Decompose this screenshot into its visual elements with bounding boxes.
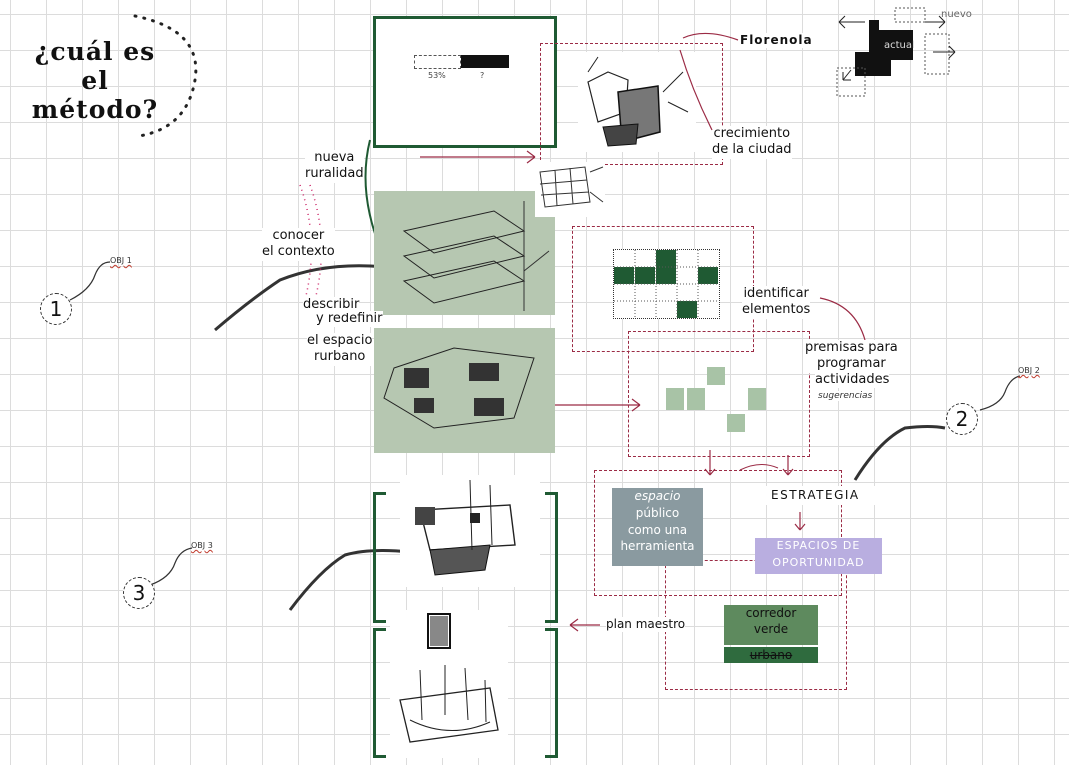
- label-conocer-contexto: conocer el contexto: [262, 228, 335, 261]
- objective-label: OBJ 3: [191, 541, 213, 550]
- public-space-box: espacio público como una herramienta: [612, 488, 703, 566]
- growth-arrows-diagram: [833, 6, 958, 98]
- progress-fill: [461, 55, 509, 68]
- grid-cell: [677, 301, 697, 318]
- label-describir: describir: [303, 297, 360, 314]
- context-panel: [374, 191, 555, 315]
- label-identificar: identificar elementos: [742, 286, 811, 319]
- elements-grid: [613, 249, 720, 319]
- activity-block: [687, 388, 705, 410]
- activity-block: [707, 367, 725, 385]
- label-nuevo: nuevo: [941, 9, 972, 20]
- activity-block: [748, 388, 766, 410]
- label-espacio-urbano: el espacio rurbano: [307, 333, 373, 366]
- progress-question: ?: [480, 71, 485, 80]
- progress-percent: 53%: [428, 71, 446, 80]
- label-actividades: actividades: [815, 372, 890, 389]
- grid-cell: [656, 267, 676, 284]
- opportunity-spaces-box: ESPACIOS DE OPORTUNIDAD: [755, 538, 882, 574]
- mesh-sketch: [535, 162, 605, 217]
- growth-frame: [540, 43, 723, 165]
- label-sugerencias: sugerencias: [818, 391, 873, 401]
- label-crecimiento: crecimiento de la ciudad: [712, 126, 792, 159]
- objective-label: OBJ 1: [110, 256, 132, 265]
- grid-cell: [698, 267, 718, 284]
- grid-cell: [614, 267, 634, 284]
- progress-frame: [373, 16, 557, 148]
- grid-cell: [656, 250, 676, 267]
- green-corridor-label: corredor verde: [724, 605, 818, 645]
- growth-sketch: [578, 52, 696, 152]
- title-dots: [125, 10, 205, 140]
- label-estrategia: ESTRATEGIA: [745, 486, 886, 505]
- bracket-left-2: [373, 628, 386, 758]
- public-space-rest: público como una herramienta: [620, 505, 695, 554]
- step-circle: 2: [946, 403, 978, 435]
- urban-space-panel: [374, 328, 555, 453]
- premises-frame: [628, 331, 810, 457]
- master-plan-sketch-1: [400, 475, 540, 587]
- progress-empty: [414, 55, 461, 69]
- label-actual: actual: [884, 40, 915, 51]
- label-premisas: premisas para programar: [805, 340, 898, 373]
- urban-label: urbano: [724, 647, 818, 663]
- activity-block: [727, 414, 745, 432]
- activity-block: [666, 388, 684, 410]
- step-circle: 3: [123, 577, 155, 609]
- bracket-right-2: [545, 628, 558, 758]
- label-redefinir: y redefinir: [316, 311, 383, 328]
- green-corridor-box: corredor verde urbano: [724, 605, 818, 663]
- page-title: ¿cuál es el método?: [31, 37, 165, 124]
- label-florenola: Florenola: [740, 33, 813, 48]
- strategy-frame-outer: [594, 470, 842, 596]
- grid-cell: [635, 267, 655, 284]
- master-plan-sketch-2: [390, 610, 508, 758]
- label-plan-maestro: plan maestro: [606, 617, 686, 632]
- public-space-word: espacio: [634, 489, 681, 503]
- label-nueva-ruralidad: nueva ruralidad: [305, 150, 364, 183]
- bracket-right-1: [545, 492, 558, 623]
- bracket-left-1: [373, 492, 386, 623]
- step-circle: 1: [40, 293, 72, 325]
- objective-label: OBJ 2: [1018, 366, 1040, 375]
